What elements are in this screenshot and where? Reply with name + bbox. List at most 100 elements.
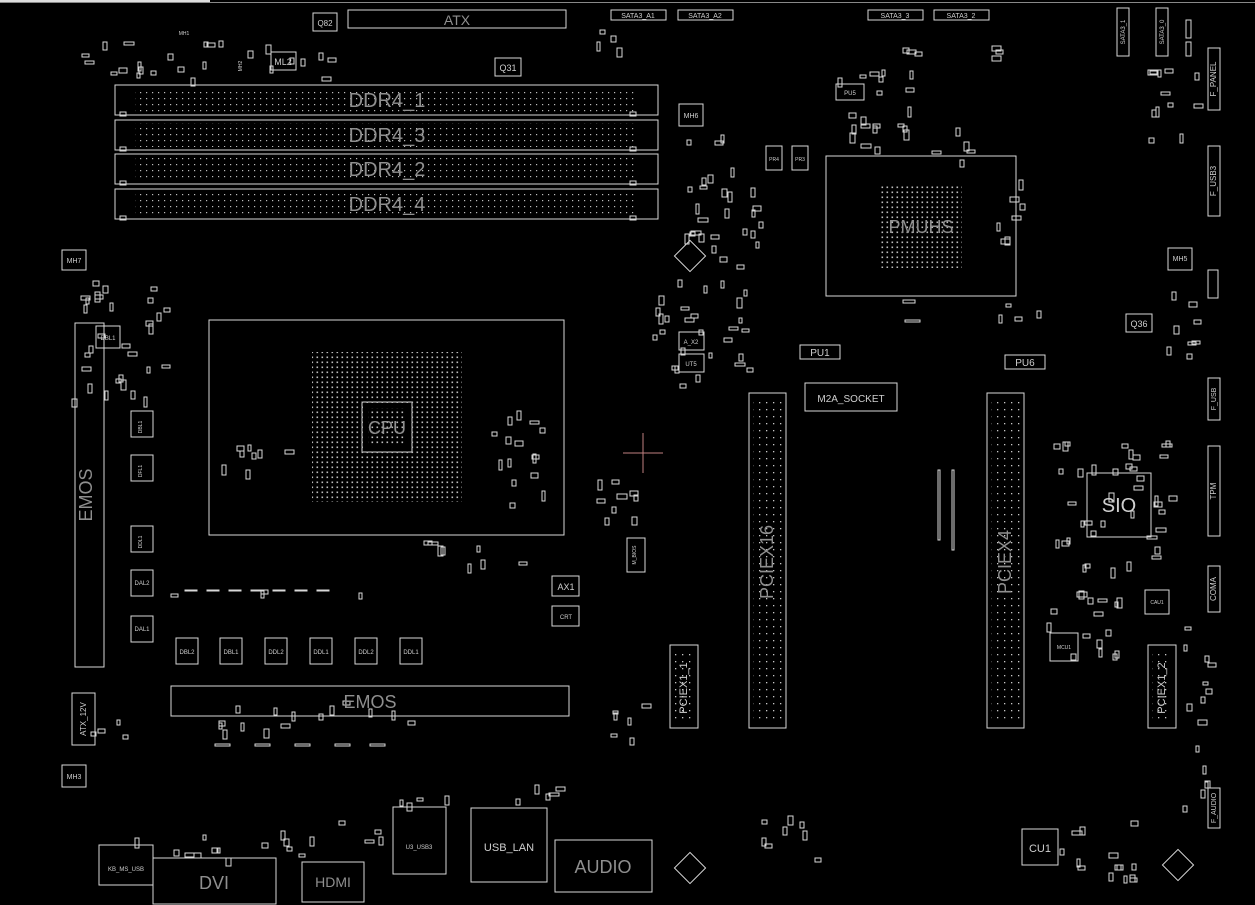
sio-chip: [1086, 472, 1152, 538]
cpu-label: CPU: [368, 418, 406, 438]
dal1-choke: [130, 615, 154, 643]
tpm-header: [1207, 445, 1221, 537]
dbl1-label: DBL1: [223, 650, 239, 656]
sata-a4-label: SATA3_2: [947, 13, 976, 20]
rotated-chip-2: [673, 851, 707, 885]
ml2-part: [270, 51, 297, 71]
hdmi-label: HDMI: [315, 874, 351, 890]
cu1-chip: [1021, 828, 1059, 866]
a-x2-part: [678, 331, 705, 351]
mcu1-chip: [1049, 632, 1079, 662]
dbl2-choke: [175, 637, 199, 665]
atx-label: ATX: [444, 12, 471, 28]
ddr4-2-label: DDR4_2: [349, 159, 426, 181]
pciex1-2-label: PCIEX1_2: [1156, 662, 1168, 713]
emos-left-outline: [74, 322, 105, 668]
dbl1-top-label: DBL1: [100, 336, 116, 342]
pciex16-slot: [748, 392, 787, 729]
ddl1-choke: [309, 637, 333, 665]
crt-part: [551, 605, 580, 627]
ax2-label: A_X2: [684, 340, 699, 346]
atx-12v-connector: [71, 692, 96, 746]
sata-a1-label: SATA3_A1: [621, 13, 655, 20]
m-bios-part: [626, 537, 646, 573]
ut5-label: UT5: [685, 362, 697, 368]
ddl1-left-label: DDL1: [138, 535, 144, 548]
q82-part: [312, 12, 338, 32]
dal2-label: DAL2: [134, 581, 150, 587]
pu1-part: [799, 344, 841, 360]
ddl2b-label: DDL2: [358, 650, 374, 656]
q36-part: [1125, 313, 1153, 333]
ddl1-label: DDL1: [313, 650, 329, 656]
crosshair-marker: [623, 433, 663, 473]
f-panel-header: [1207, 47, 1221, 111]
mh2-label: MH2: [238, 61, 244, 72]
ddr4-slot-4-outline: [114, 188, 659, 220]
pr3-label: PR3: [795, 157, 805, 163]
pmu-hs-outline: [825, 155, 1017, 297]
mh7-mount: [61, 249, 87, 271]
f-audio-label: F_AUDIO: [1211, 792, 1218, 823]
sata-a4-header: [933, 9, 990, 21]
pmu-pin-grid: [880, 186, 962, 268]
emos-bottom-label: EMOS: [343, 692, 396, 712]
dfl1-choke: [130, 454, 154, 482]
sata-a3-label: SATA3_3: [881, 13, 910, 20]
dvi-label: DVI: [199, 873, 229, 893]
q31-part: [494, 57, 522, 77]
pciex1-1-label: PCIEX1_1: [678, 662, 690, 713]
q31-label: Q31: [499, 63, 516, 73]
usb-lan-port: [470, 807, 548, 883]
hdmi-port: [301, 861, 365, 903]
ddr4-slot-2-outline: [114, 153, 659, 185]
pu5-part: [835, 83, 865, 101]
ddl1-left-choke: [130, 525, 154, 553]
dfl1-label: DFL1: [138, 465, 144, 477]
sata-a2-label: SATA3_A2: [688, 13, 722, 20]
pu5-label: PU5: [844, 91, 856, 97]
atx12v-label: ATX_12V: [79, 702, 88, 736]
kb-ms-usb-port: [98, 844, 154, 886]
audio-port: [554, 839, 653, 893]
sata-a1-header: [610, 9, 667, 21]
sata-a3-header: [867, 9, 924, 21]
dbl1-choke: [219, 637, 243, 665]
ax1-part: [551, 575, 580, 597]
pu6-part: [1004, 354, 1046, 370]
mh6-mount: [678, 103, 704, 127]
cau1-chip: [1144, 589, 1170, 615]
sata-b0-label: SATA3_0: [1160, 19, 1166, 44]
pu1-label: PU1: [810, 348, 830, 359]
ddl1b-choke: [399, 637, 423, 665]
pciex4-label: PCIEX4: [995, 530, 1015, 594]
dal2-choke: [130, 569, 154, 597]
sata-b1-header: [1116, 7, 1130, 57]
ddr4-1-label: DDR4_1: [349, 90, 426, 112]
sio-label: SIO: [1102, 495, 1136, 517]
emos-bottom-outline: [170, 685, 570, 717]
ax1-label: AX1: [557, 582, 574, 592]
crt-label: CRT: [560, 615, 573, 621]
f-usb3-header: [1207, 145, 1221, 217]
pciex1-2-slot: [1147, 644, 1177, 729]
ddr4-slot-3-outline: [114, 119, 659, 151]
ut5-part: [678, 353, 705, 373]
mbios-label: M_BIOS: [632, 545, 638, 565]
ddl2b-choke: [354, 637, 378, 665]
sata-b1-label: SATA3_1: [1121, 19, 1127, 44]
mh1-label: MH1: [179, 31, 190, 37]
q82-label: Q82: [317, 19, 333, 28]
m2a-label: M2A_SOCKET: [817, 394, 884, 405]
pr3-part: [791, 145, 809, 171]
audio-label: AUDIO: [574, 857, 631, 877]
m2a-socket: [804, 382, 898, 412]
fan-header-right: [1207, 269, 1219, 299]
cu1-label: CU1: [1029, 843, 1051, 855]
ml2-label: ML2: [274, 57, 292, 67]
u3-label: U3_USB3: [406, 845, 433, 851]
ddr4-3-label: DDR4_3: [349, 125, 426, 147]
q36-label: Q36: [1130, 319, 1147, 329]
top-border: [0, 0, 1255, 3]
